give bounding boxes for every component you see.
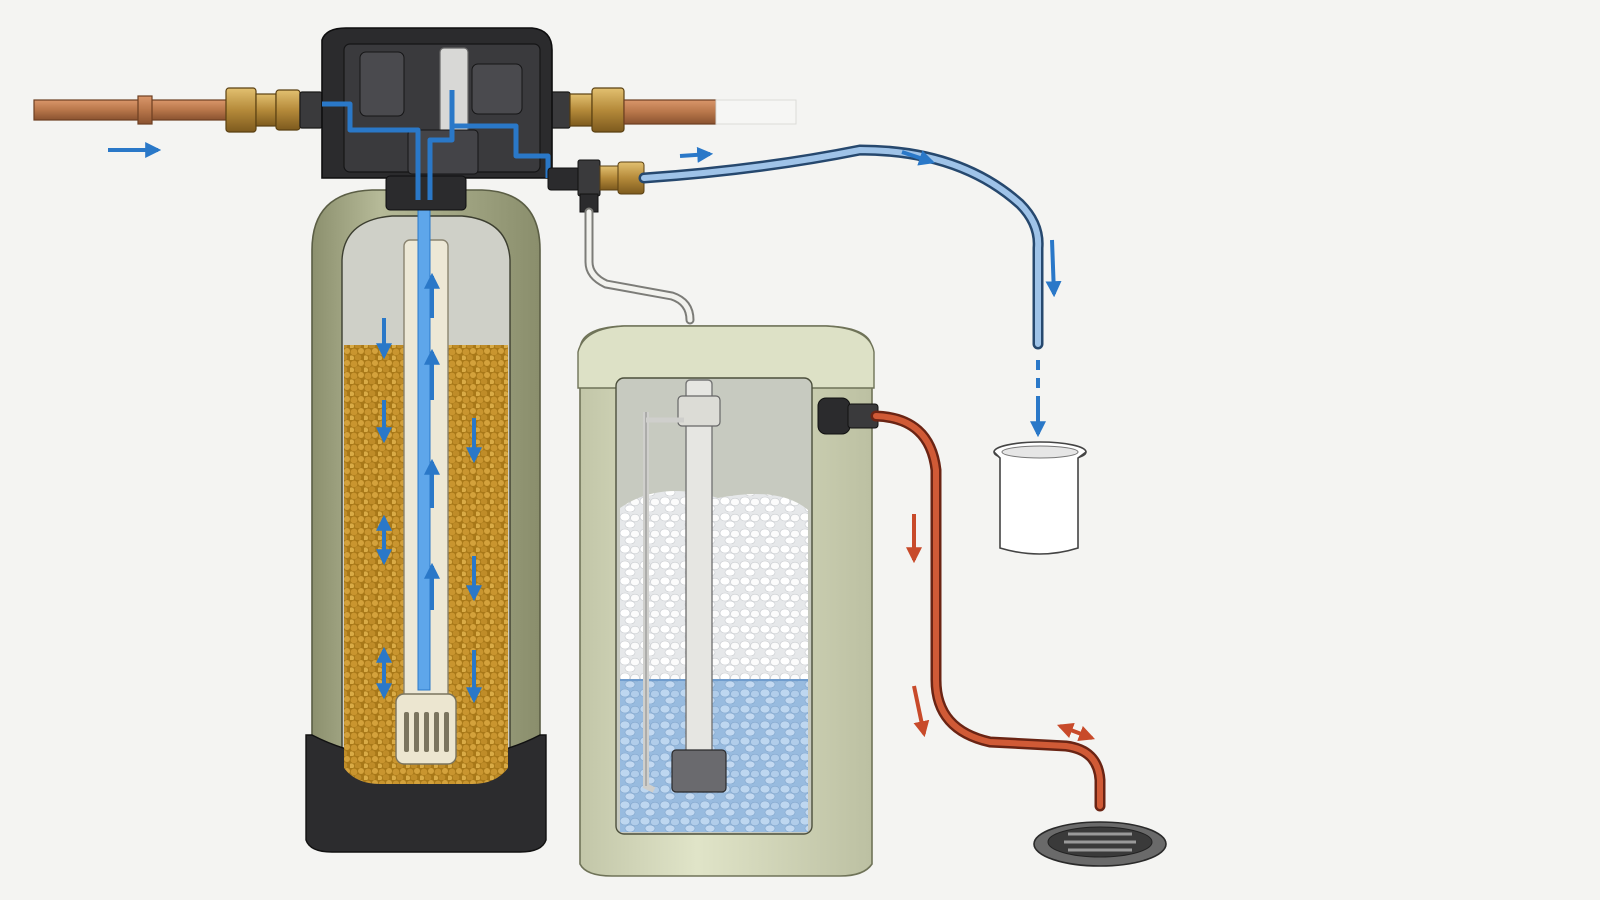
air-gap-cup-icon (993, 441, 1087, 555)
flow-arrows (108, 142, 1095, 741)
outlet-pipe (547, 87, 797, 133)
arrow-icon (1057, 723, 1095, 741)
arrow-icon (679, 146, 714, 163)
control-valve-head (321, 27, 553, 211)
brine-well (685, 379, 713, 781)
brine-tank (577, 325, 879, 877)
inlet-pipe (33, 87, 323, 133)
floor-drain-icon (1033, 821, 1167, 867)
arrow-icon (901, 150, 936, 166)
brine-tank-lid (577, 325, 875, 389)
inlet-brass-union (225, 87, 323, 133)
arrow-icon (912, 685, 930, 738)
brine-line-tee (547, 159, 645, 213)
riser-flow (417, 169, 431, 691)
tank-collar (385, 175, 467, 211)
distributor-basket (395, 693, 457, 765)
brine-draw-tube (584, 207, 695, 325)
overflow-fitting (817, 397, 879, 435)
arrow-icon (1045, 239, 1062, 298)
brine-valve (671, 749, 727, 793)
resin-tank (305, 169, 547, 853)
